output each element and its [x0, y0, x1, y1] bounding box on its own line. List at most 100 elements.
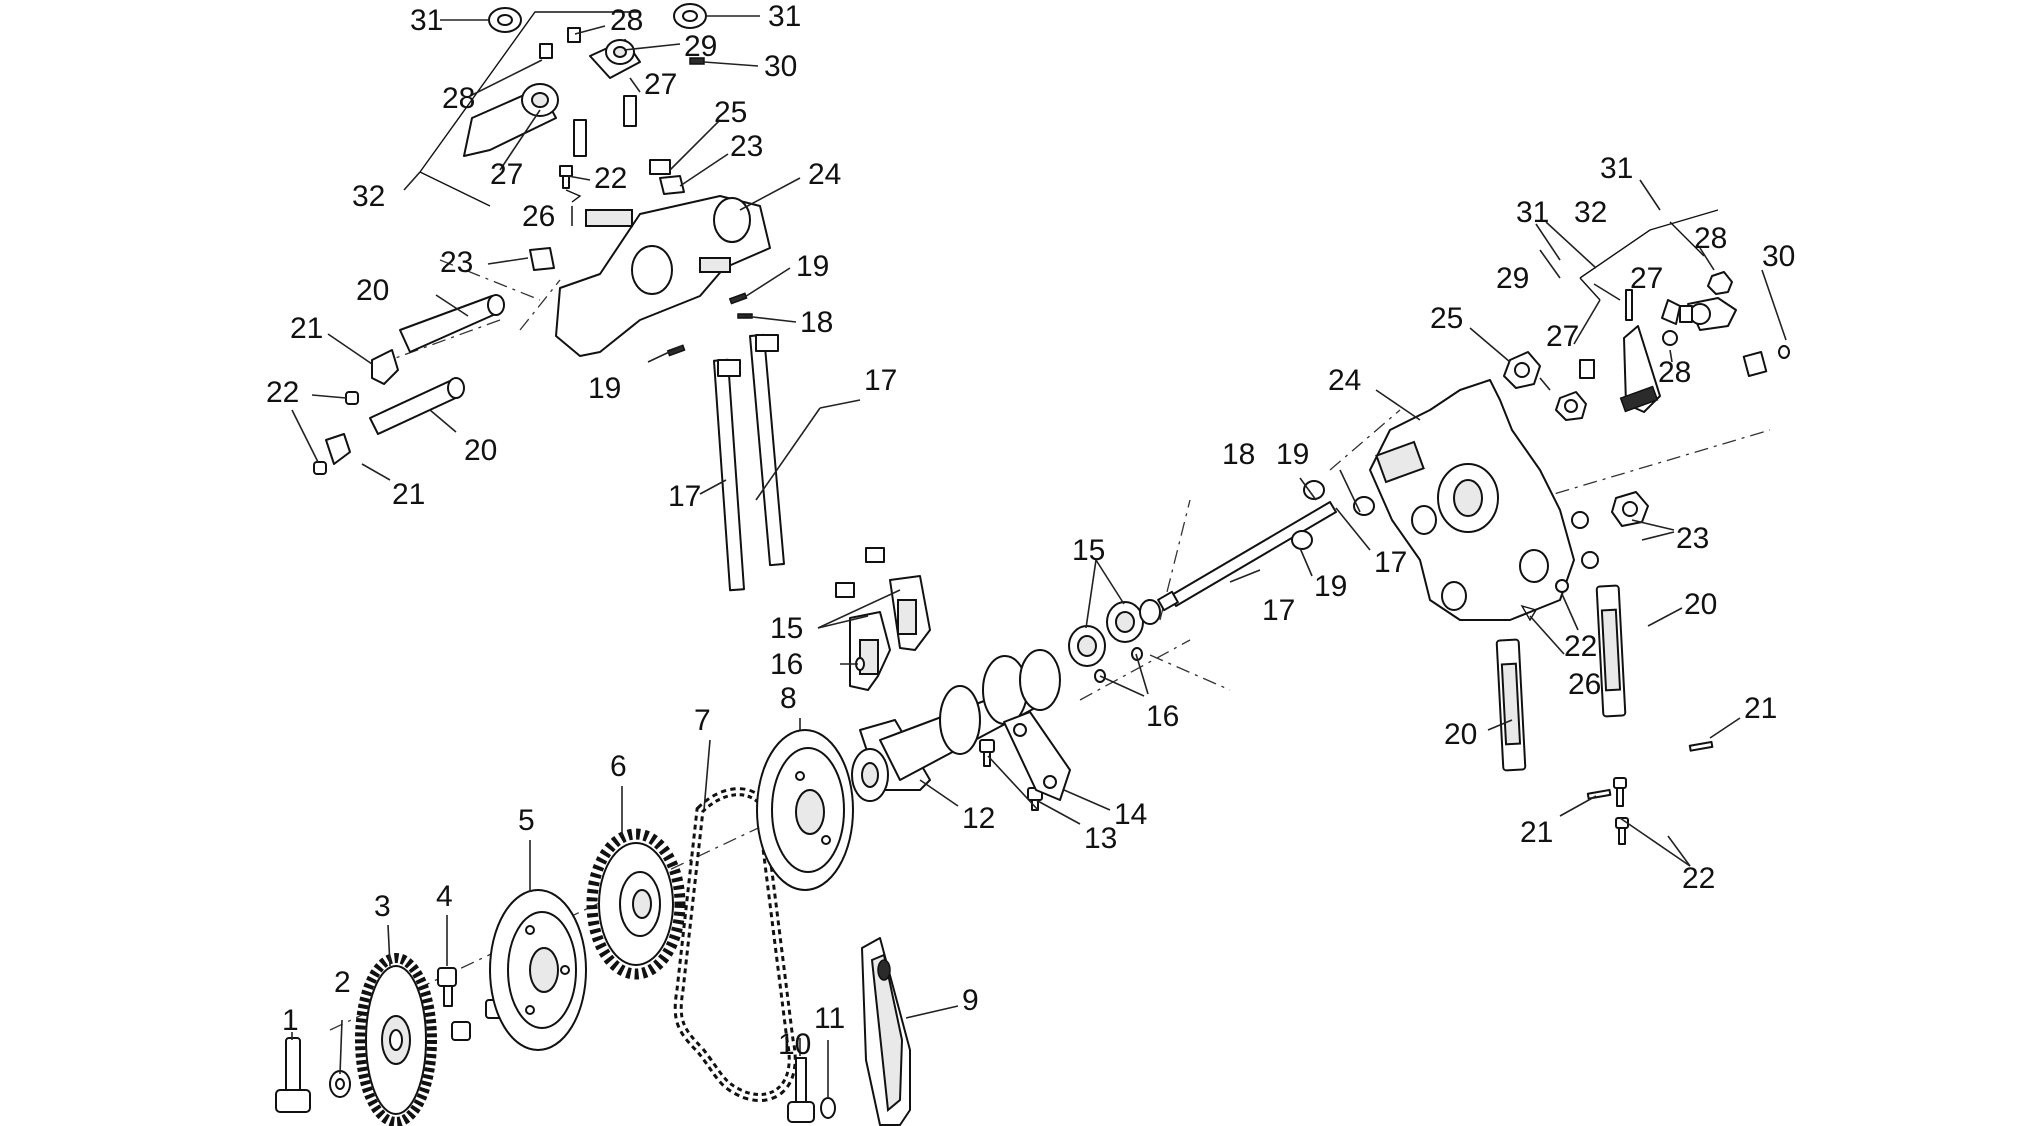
callout-25-b: 25: [1430, 302, 1463, 335]
part-19-o-ring-2: [666, 292, 748, 357]
callout-4: 4: [436, 880, 453, 913]
part-28-bushing-2: [1579, 299, 1693, 379]
part-30-pin: [689, 57, 705, 65]
part-27-rocker-arm-4: [1687, 297, 1737, 331]
part-28-nut-3: [1707, 271, 1733, 295]
part-20-rocker-shaft: [399, 294, 505, 353]
callout-27: 27: [644, 68, 677, 101]
callout-8: 8: [780, 682, 797, 715]
part-24-cylinder-head-right: [1369, 379, 1575, 621]
part-20-rocker-shaft-4: [1495, 638, 1527, 772]
part-15-tappet-3: [1068, 599, 1161, 667]
callout-21-c: 21: [1744, 692, 1777, 725]
callout-31-c: 31: [1600, 152, 1633, 185]
part-31-washer-2: [673, 3, 707, 29]
callout-13: 13: [1084, 822, 1117, 855]
part-28-bushing: [539, 27, 581, 59]
part-17-pushrod-3: [1157, 501, 1337, 612]
callout-14: 14: [1114, 798, 1147, 831]
callout-15-c: 15: [1072, 534, 1105, 567]
callout-23-c: 23: [1676, 522, 1709, 555]
callout-29: 29: [684, 30, 717, 63]
part-27-rocker-arm-2: [589, 39, 641, 79]
part-21-clip: [325, 349, 399, 465]
callout-18-c: 18: [1222, 438, 1255, 471]
part-1-bolt: [275, 1037, 311, 1113]
callout-31: 31: [410, 4, 443, 37]
part-11-washer: [820, 1097, 836, 1119]
callout-9: 9: [962, 984, 979, 1017]
callout-20-d: 20: [1444, 718, 1477, 751]
callout-26: 26: [522, 200, 555, 233]
leader-lines: [291, 15, 1787, 1098]
callout-25: 25: [714, 96, 747, 129]
callout-26-b: 26: [1568, 668, 1601, 701]
callout-19-b: 19: [588, 372, 621, 405]
callout-27-d: 27: [1546, 320, 1579, 353]
callout-32-b: 32: [1574, 196, 1607, 229]
callout-27-b: 27: [490, 158, 523, 191]
callout-27-c: 27: [1630, 262, 1663, 295]
callout-28: 28: [610, 4, 643, 37]
part-7-timing-chain: [673, 787, 797, 1102]
part-26-clip: [565, 189, 582, 203]
part-15-tappet: [849, 611, 891, 691]
callout-6: 6: [610, 750, 627, 783]
part-17-pushrod-2: [749, 333, 885, 567]
part-8-phonic-wheel: [756, 729, 854, 891]
part-27-rocker-arm-3: [1619, 325, 1661, 413]
callout-30: 30: [764, 50, 797, 83]
part-15-tappet-2: [889, 575, 931, 651]
callout-30-b: 30: [1762, 240, 1795, 273]
callout-16-c: 16: [1146, 700, 1179, 733]
part-26-clip-2: [1520, 604, 1538, 622]
callout-23: 23: [730, 130, 763, 163]
callout-28-b: 28: [442, 82, 475, 115]
part-10-bolt: [787, 1057, 815, 1123]
callout-1: 1: [282, 1004, 299, 1037]
callout-19: 19: [796, 250, 829, 283]
part-19-o-ring: [1291, 496, 1375, 550]
callout-19-c: 19: [1276, 438, 1309, 471]
callout-24: 24: [808, 158, 841, 191]
callout-2: 2: [334, 966, 351, 999]
callout-28-c: 28: [1694, 222, 1727, 255]
part-5-cover-plate: [489, 889, 587, 1051]
callout-21-d: 21: [1520, 816, 1553, 849]
callout-22: 22: [594, 162, 627, 195]
part-32-rocker-group-frame-2: [1579, 209, 1719, 301]
callout-16: 16: [770, 648, 803, 681]
callout-17-b: 17: [864, 364, 897, 397]
callout-17: 17: [668, 480, 701, 513]
part-23-nut: [529, 175, 685, 271]
part-3-sprocket: [355, 953, 437, 1126]
callout-22-d: 22: [1682, 862, 1715, 895]
callout-24-b: 24: [1328, 364, 1361, 397]
callout-18: 18: [800, 306, 833, 339]
callout-21-b: 21: [392, 478, 425, 511]
part-29-shaft: [573, 95, 637, 157]
part-30-pin-2: [1778, 345, 1790, 359]
callout-17-c: 17: [1262, 594, 1295, 627]
part-25-nut-2: [1503, 351, 1541, 389]
callout-22-b: 22: [266, 376, 299, 409]
callout-labels: 1 2 3 4 5 6 7 8 9 10 11 12 13 14 15 16 1…: [266, 0, 1795, 1061]
part-27-rocker-arm: [463, 83, 559, 157]
part-2-washer: [329, 1070, 351, 1098]
part-24-cylinder-head-top: [555, 195, 771, 357]
part-20-rocker-shaft-2: [369, 377, 465, 435]
callout-29-b: 29: [1496, 262, 1529, 295]
part-6-timing-gear: [586, 828, 686, 980]
part-25-nut: [649, 159, 671, 175]
callout-31-b: 31: [768, 0, 801, 33]
callout-15: 15: [770, 612, 803, 645]
callout-7: 7: [694, 704, 711, 737]
part-32-rocker-group-frame: [419, 11, 640, 207]
callout-12: 12: [962, 802, 995, 835]
part-18-seal: [1303, 480, 1325, 500]
part-14-retaining-plate: [1003, 711, 1071, 801]
callout-31-d: 31: [1516, 196, 1549, 229]
part-20-rocker-shaft-3: [1595, 584, 1627, 718]
callout-10: 10: [778, 1028, 811, 1061]
callout-5: 5: [518, 804, 535, 837]
